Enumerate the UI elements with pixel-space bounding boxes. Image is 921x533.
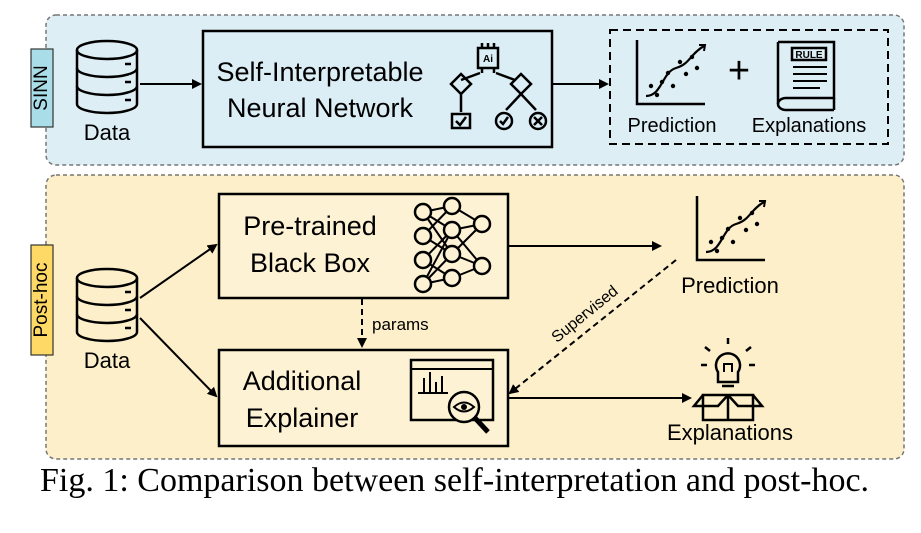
explainer-line1: Additional bbox=[243, 366, 362, 396]
sinn-tag-text: SINN bbox=[31, 65, 52, 110]
explainer-line2: Explainer bbox=[246, 403, 359, 433]
arrow-data-to-explainer bbox=[139, 317, 218, 398]
analytics-magnifier-icon bbox=[409, 358, 495, 434]
sinn-prediction-label: Prediction bbox=[628, 115, 717, 137]
rule-text: RULE bbox=[795, 50, 823, 61]
posthoc-tag: Post-hoc bbox=[30, 244, 54, 356]
sinn-panel: SINN Data Self-Interpretable Neural Netw… bbox=[30, 14, 905, 166]
posthoc-panel: Post-hoc Data Pre-trained Black Box bbox=[30, 174, 905, 460]
blackbox-line2: Black Box bbox=[250, 248, 371, 278]
decision-tree-icon bbox=[449, 43, 548, 131]
params-label: params bbox=[372, 315, 429, 334]
database-icon-posthoc bbox=[75, 267, 139, 343]
posthoc-tag-text: Post-hoc bbox=[31, 263, 52, 338]
arrow-supervised bbox=[508, 259, 677, 395]
scatter-plot-icon bbox=[635, 40, 707, 106]
posthoc-data-label: Data bbox=[84, 348, 131, 373]
database-icon bbox=[75, 39, 139, 115]
posthoc-explanations-label: Explanations bbox=[667, 420, 793, 445]
figure-caption: Fig. 1: Comparison between self-interpre… bbox=[40, 462, 870, 499]
rule-book-icon bbox=[776, 40, 836, 112]
sinn-model-line2: Neural Network bbox=[227, 93, 414, 123]
sinn-explanations-label: Explanations bbox=[752, 115, 867, 137]
posthoc-prediction-label: Prediction bbox=[681, 273, 779, 298]
sinn-model-box bbox=[201, 29, 554, 149]
sinn-tag: SINN bbox=[30, 48, 54, 128]
plus-sign: + bbox=[728, 50, 750, 92]
sinn-data-label: Data bbox=[84, 120, 131, 145]
scatter-plot-icon-posthoc bbox=[695, 196, 767, 262]
arrow-data-to-blackbox bbox=[139, 243, 218, 299]
chip-text: Ai bbox=[483, 54, 493, 65]
sinn-model-line1: Self-Interpretable bbox=[216, 57, 423, 87]
lightbulb-box-icon bbox=[691, 338, 765, 422]
neural-network-icon bbox=[413, 196, 492, 294]
blackbox-line1: Pre-trained bbox=[243, 211, 377, 241]
